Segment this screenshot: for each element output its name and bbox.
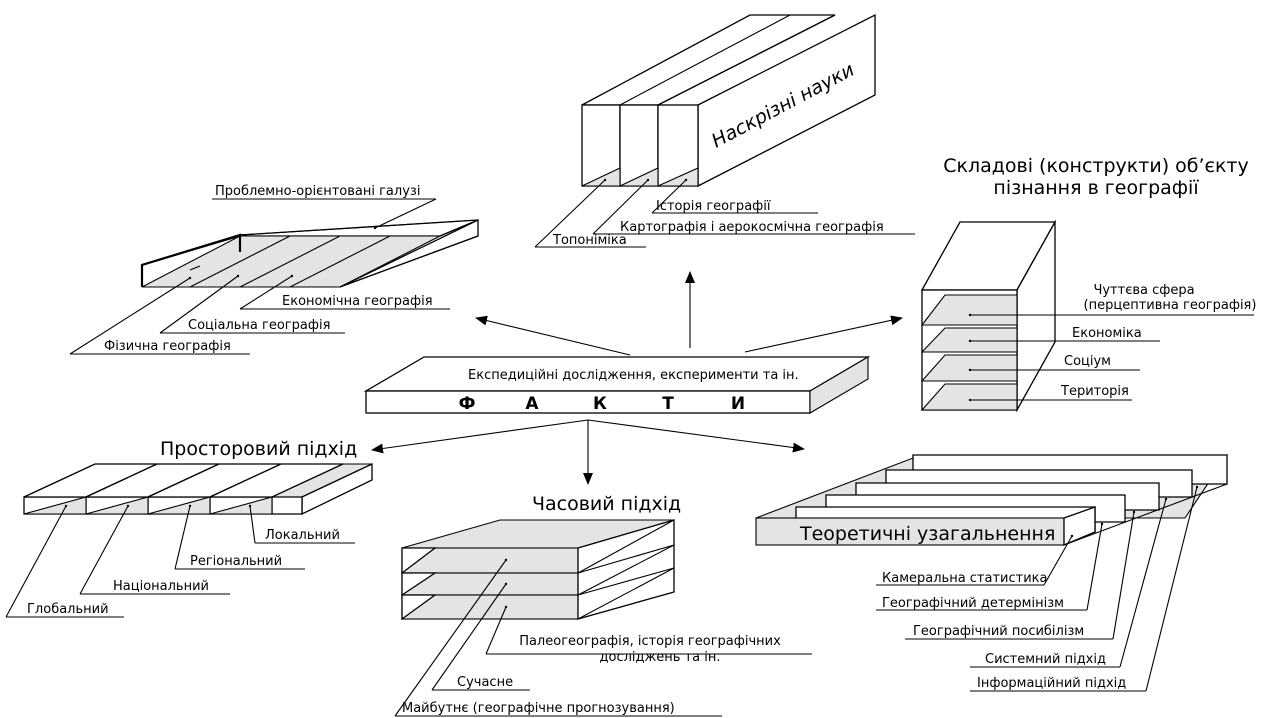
problem-oriented-block: Проблемно-орієнтовані галузі Економічна … [69, 184, 479, 355]
label-information-approach: Інформаційний підхід [977, 676, 1126, 691]
constructs-title-line2: пізнання в географії [993, 177, 1199, 199]
label-cameral-statistics: Камеральна статистика [882, 571, 1047, 586]
label-local: Локальний [265, 528, 340, 543]
temporal-title: Часовий підхід [532, 493, 681, 515]
facts-letter-y: И [731, 394, 745, 414]
label-present: Сучасне [457, 675, 513, 690]
facts-letter-t: Т [662, 394, 674, 414]
theory-block: Теоретичні узагальнення Камеральна стати… [755, 454, 1229, 692]
label-economy: Економіка [1072, 326, 1142, 341]
facts-letter-f: Ф [459, 394, 476, 414]
facts-slab-side [809, 356, 869, 414]
label-geographic-possibilism: Географічний посибілізм [913, 624, 1084, 639]
temporal-block: Часовий підхід Палеогеографія, історія г… [394, 493, 812, 717]
theory-front-sheet [755, 517, 1065, 546]
label-physical-geography: Фізична географія [104, 339, 231, 354]
facts-top-label: Експедиційні дослідження, експерименти т… [468, 368, 799, 383]
label-geographic-determinism: Географічний детермінізм [882, 596, 1064, 611]
label-national: Національний [113, 579, 209, 594]
label-cartography: Картографія і аерокосмічна географія [620, 220, 884, 235]
problem-oriented-title: Проблемно-орієнтовані галузі [215, 184, 420, 199]
arrow-upper-right [744, 315, 903, 353]
constructs-block: Складові (конструкти) об’єкту пізнання в… [920, 155, 1257, 413]
label-social-geography: Соціальна географія [188, 318, 330, 333]
label-economic-geography: Економічна географія [282, 294, 433, 309]
label-global: Глобальний [27, 602, 109, 617]
arrows [371, 271, 903, 485]
spatial-block: Просторовий підхід Локальний Регіональни… [5, 438, 373, 618]
label-future: Майбутнє (географічне прогнозування) [402, 701, 675, 716]
label-history: Історія географії [656, 199, 771, 214]
arrow-lower-left [371, 419, 589, 454]
label-society: Соціум [1064, 354, 1111, 369]
through-sciences-block: Наскрізні науки Історія географії Картог… [534, 13, 915, 248]
arrow-upper-left [475, 315, 631, 356]
facts-letter-a: А [525, 394, 539, 414]
label-territory: Територія [1060, 384, 1129, 399]
facts-slab: Експедиційні дослідження, експерименти т… [363, 356, 871, 414]
label-systemic-approach: Системний підхід [985, 652, 1106, 667]
arrow-lower-right [587, 419, 805, 453]
label-toponymy: Топоніміка [552, 233, 627, 248]
theory-title: Теоретичні узагальнення [799, 523, 1055, 545]
constructs-title-line1: Складові (конструкти) об’єкту [943, 155, 1249, 177]
label-paleogeography-line2: досліджень та ін. [600, 650, 721, 665]
label-regional: Регіональний [190, 554, 282, 569]
facts-letter-k: К [593, 394, 607, 414]
label-perceptive-geography: (перцептивна географія) [1084, 298, 1257, 313]
spatial-title: Просторовий підхід [160, 438, 357, 460]
label-paleogeography: Палеогеографія, історія географічних [519, 634, 781, 649]
label-sense-sphere: Чуттєва сфера [1093, 283, 1194, 298]
